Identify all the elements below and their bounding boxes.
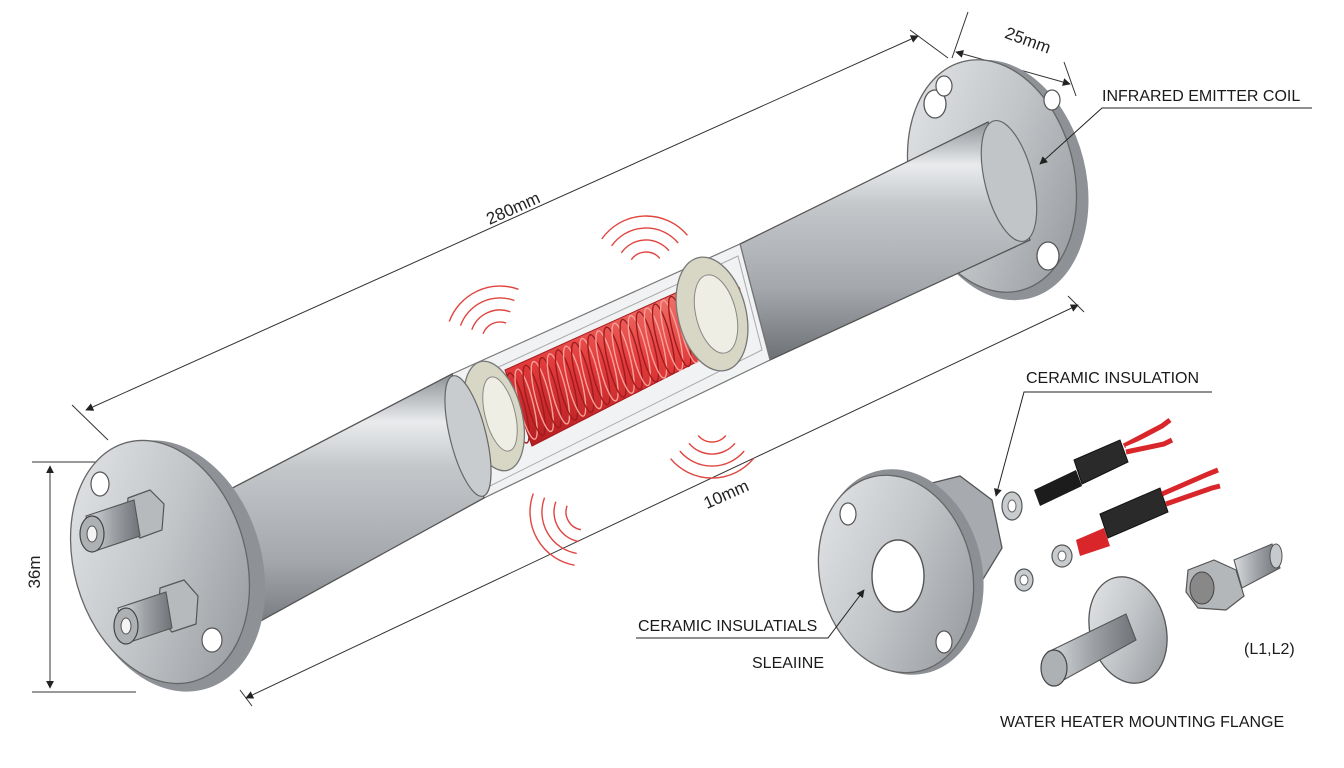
coil-turn [595, 330, 619, 402]
left-flange [69, 439, 266, 692]
flange-hole [1036, 241, 1060, 271]
radiation-arc [482, 321, 507, 335]
coil-turn [651, 303, 676, 375]
radiation-arc [670, 458, 754, 479]
radiation-arc [611, 227, 679, 247]
coil-turn [546, 353, 571, 425]
ceramic-ring-right [675, 256, 749, 372]
coil-turn [643, 307, 668, 379]
flange-bore [871, 539, 925, 613]
radiation-arc [601, 215, 688, 240]
coil-turn [522, 364, 546, 436]
radiation-arc [688, 442, 736, 455]
radiation-arc [448, 285, 519, 322]
label-infrared-emitter-coil: INFRARED EMITTER COIL [1102, 88, 1300, 105]
dim-height-36: 36m [25, 555, 44, 588]
coil-turn [530, 360, 555, 433]
radiation-arc [529, 493, 575, 566]
coil-turn [570, 341, 595, 414]
radiation-arc [471, 309, 511, 330]
flange-hole [90, 471, 110, 497]
coil-turn [587, 334, 611, 406]
coil-turn [538, 357, 563, 429]
coil-turn [611, 322, 635, 394]
terminal-bolt-lower [113, 579, 199, 645]
radiation-arc [679, 450, 745, 467]
heater-tube-assembly [69, 59, 1089, 692]
tube-right-segment [739, 119, 1038, 361]
dim-length-280: 280mm [483, 188, 543, 228]
terminal-bolt-upper [79, 489, 165, 553]
radiation-arc [565, 505, 582, 531]
label-sleaiine: SLEAIINE [752, 655, 824, 672]
coil-turn [603, 326, 627, 398]
leader-lines [636, 107, 1312, 639]
coil-turn [562, 345, 587, 417]
radiation-arc [553, 501, 579, 543]
nut-and-stud-exploded [1185, 543, 1283, 611]
radiation-arc [459, 297, 515, 326]
ceramic-washers [1001, 491, 1073, 592]
wire-lead-upper [1034, 418, 1174, 506]
mounting-flange-exploded [817, 469, 1003, 675]
coil-turn [579, 337, 603, 410]
radiation-arc [541, 497, 577, 555]
bolt-exploded [1040, 576, 1168, 687]
dim-inner-10: 10mm [701, 476, 752, 513]
label-ceramic-insulation: CERAMIC INSULATION [1026, 370, 1199, 387]
coil-turn [635, 311, 660, 383]
coil-turn [554, 349, 579, 421]
coil-turn [659, 299, 684, 371]
radiation-arc [697, 435, 727, 443]
label-ceramic-insulatials: CERAMIC INSULATIALS [638, 618, 817, 635]
cutaway-section [451, 243, 771, 499]
flange-hole [923, 89, 947, 119]
coil-turn [619, 318, 643, 391]
dim-flange-25: 25mm [1002, 23, 1053, 57]
wire-lead-lower [1076, 467, 1221, 556]
radiation-arc [630, 251, 661, 261]
label-mounting-flange: WATER HEATER MOUNTING FLANGE [1000, 714, 1284, 731]
label-terminals: (L1,L2) [1244, 641, 1295, 658]
radiation-arc [620, 239, 670, 254]
flange-hole [201, 627, 223, 653]
exploded-parts [817, 418, 1283, 687]
coil-turn [627, 314, 652, 387]
infrared-radiation-waves [448, 215, 754, 566]
